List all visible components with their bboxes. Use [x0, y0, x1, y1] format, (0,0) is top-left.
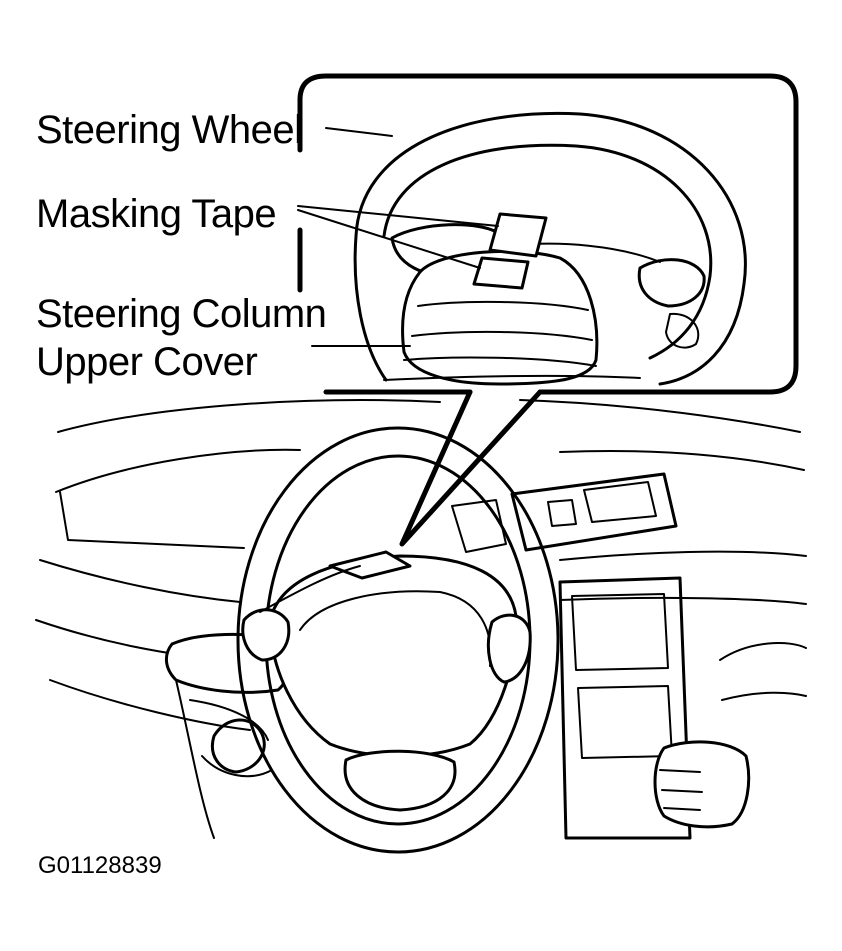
- door-contour: [719, 642, 807, 661]
- left-arm-2: [189, 699, 269, 741]
- masking-tape-upper: [488, 212, 548, 258]
- stalk-detail: [201, 755, 273, 778]
- zoom-cover-line-1: [417, 300, 589, 311]
- left-hand: [165, 632, 290, 839]
- wheel-spoke-left: [241, 608, 291, 662]
- airbag-inner: [299, 590, 492, 667]
- dash-right-lower: [559, 550, 807, 561]
- right-hand: [653, 740, 751, 829]
- steering-wheel-zoom: [353, 111, 747, 386]
- leader-masking-tape-lower: [297, 209, 481, 269]
- label-steering-column-line1: Steering Column: [36, 292, 327, 336]
- zoom-spoke-right: [637, 258, 706, 308]
- dash-knee-panel: [49, 679, 251, 731]
- callout-frame: [297, 73, 799, 395]
- zoom-cover-line-3: [403, 356, 597, 367]
- right-finger-3: [663, 807, 701, 811]
- zoom-knob-right: [665, 312, 700, 349]
- wheel-spoke-bottom: [343, 749, 457, 812]
- stalk: [211, 718, 266, 774]
- zoom-dash-line: [383, 374, 641, 381]
- tape-on-column-lower: [328, 550, 412, 580]
- vent-slot-2: [583, 481, 657, 523]
- dash-upper-contour-right: [559, 449, 805, 471]
- right-finger-1: [659, 769, 701, 773]
- vent-slot-1: [547, 499, 577, 527]
- zoom-rim-left-descent: [353, 234, 388, 382]
- dash-top-edge: [57, 399, 441, 433]
- vent-outer: [510, 472, 678, 552]
- column-stalk: [201, 718, 273, 778]
- masking-tape-lower: [472, 256, 530, 290]
- steering-wheel-lower: [236, 426, 560, 854]
- door-lower: [721, 691, 807, 701]
- right-hand-shape: [653, 740, 751, 829]
- column-cover-lower: [259, 565, 361, 613]
- label-steering-column-line2: Upper Cover: [36, 340, 258, 384]
- zoom-rim-inner: [382, 143, 713, 360]
- figure-id: G01128839: [38, 852, 162, 879]
- dash-upper-contour: [55, 448, 301, 493]
- leader-masking-tape-upper: [297, 205, 499, 227]
- zoom-rim-outer: [354, 111, 747, 386]
- dashboard: [35, 399, 807, 731]
- zoom-cover-line-2: [411, 330, 593, 341]
- radio-frame: [558, 576, 692, 840]
- dash-top-edge-right: [519, 399, 801, 433]
- left-vent: [451, 499, 507, 553]
- label-steering-wheel: Steering Wheel: [36, 108, 303, 152]
- radio-inner-2: [577, 685, 673, 759]
- dash-lower-left: [39, 559, 241, 603]
- radio-inner-1: [571, 593, 669, 671]
- wheel-rim-outer: [236, 426, 560, 854]
- wheel-spoke-right: [486, 613, 532, 684]
- dash-right-bottom: [559, 596, 807, 605]
- left-arm: [175, 679, 215, 839]
- callout-pointer: [399, 389, 543, 547]
- leader-steering-wheel: [325, 127, 393, 137]
- right-finger-2: [661, 789, 703, 793]
- dash-side-left: [59, 491, 245, 549]
- label-masking-tape: Masking Tape: [36, 192, 277, 236]
